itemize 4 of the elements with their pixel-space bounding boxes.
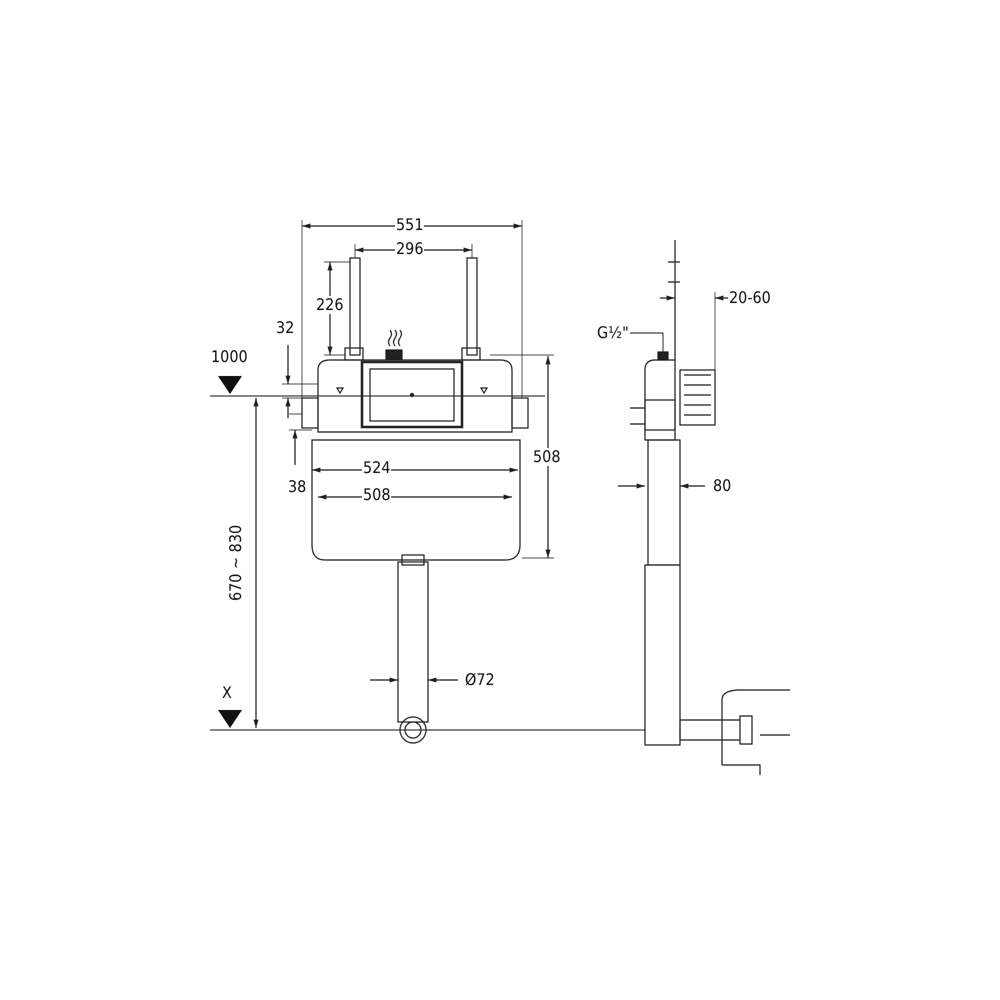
dimension-label: 226 [315, 296, 344, 314]
dimension-label: 508 [532, 448, 562, 466]
inlet-fitting [657, 351, 669, 361]
leader-line [629, 332, 664, 352]
